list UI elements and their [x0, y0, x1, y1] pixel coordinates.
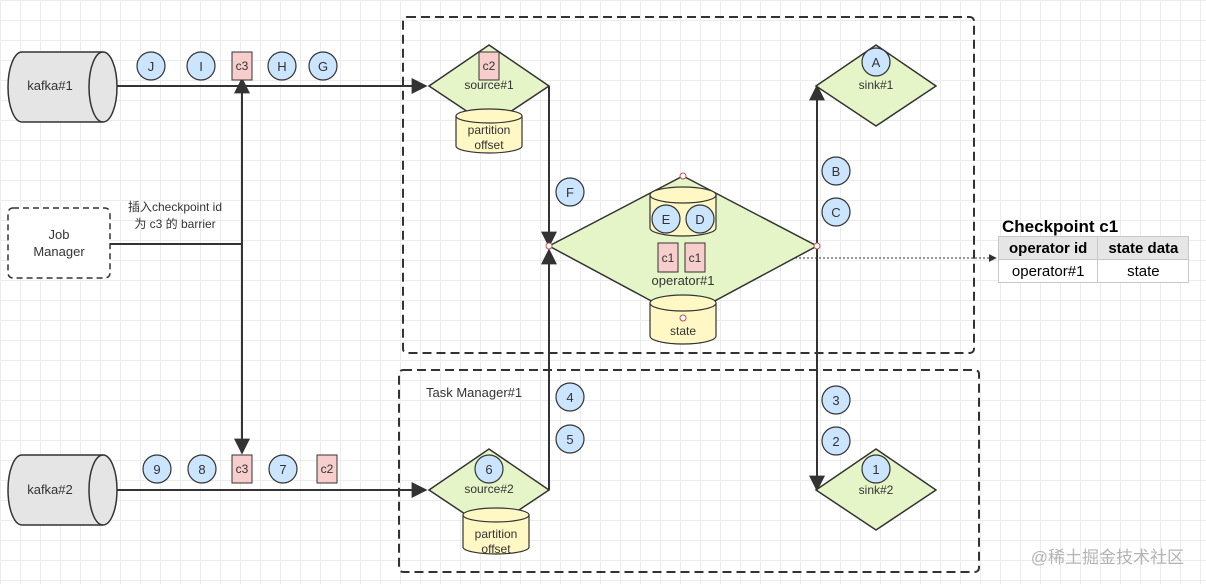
checkpoint-header-operator-id: operator id: [997, 236, 1099, 260]
record-2-circle: [821, 426, 851, 456]
barrier-c1-left: c1: [662, 251, 675, 265]
checkpoint-table: operator id state data operator#1 state: [997, 236, 1190, 283]
record-f-circle: [555, 177, 585, 207]
barrier-c3-bottom-box: [231, 454, 253, 484]
record-h-circle: [267, 51, 297, 81]
record-d-circle: [685, 204, 715, 234]
barrier-c2-bottom-box: [316, 454, 338, 484]
record-g: G: [318, 59, 328, 74]
record-b-circle: [821, 156, 851, 186]
sink1-node: sink#1: [814, 44, 938, 127]
record-3: 3: [832, 393, 839, 408]
record-9: 9: [153, 462, 160, 477]
barrier-c1-left-box: [657, 242, 679, 273]
job-manager-label-2: Manager: [33, 244, 85, 259]
sink2-label: sink#2: [859, 483, 894, 497]
record-8-circle: [187, 454, 217, 484]
record-j-circle: [136, 51, 166, 81]
operator-state-store: state: [649, 294, 717, 345]
task-manager-container: [398, 369, 980, 573]
record-g-circle: [308, 51, 338, 81]
barrier-c2-bottom: c2: [321, 462, 334, 476]
record-4-circle: [555, 382, 585, 412]
record-h: H: [277, 59, 286, 74]
watermark: @稀土掘金技术社区: [1030, 548, 1184, 567]
checkpoint-header-state-data: state data: [1097, 236, 1190, 260]
checkpoint-data-row: operator#1 state: [997, 259, 1190, 283]
source2-offset-store: partition offset: [462, 507, 530, 556]
connection-ports: [545, 172, 821, 322]
record-8: 8: [198, 462, 205, 477]
barrier-c3-top: c3: [236, 59, 249, 73]
checkpoint-header-row: operator id state data: [997, 236, 1190, 260]
source1-offset-store: partition offset: [455, 108, 523, 154]
kafka1-label: kafka#1: [27, 78, 73, 93]
barrier-markers: c3 c3 c2 c2 c1 c1: [231, 51, 706, 484]
record-4: 4: [566, 390, 573, 405]
connectors: [110, 77, 997, 498]
record-3-circle: [821, 385, 851, 415]
record-7: 7: [279, 462, 286, 477]
job-manager-label-1: Job: [49, 227, 70, 242]
source2-offset-label-2: offset: [481, 542, 511, 556]
record-7-circle: [268, 454, 298, 484]
record-i: I: [199, 59, 203, 74]
source1-offset-label-1: partition: [468, 123, 511, 137]
source1-label: source#1: [464, 78, 514, 92]
record-9-circle: [142, 454, 172, 484]
record-circles: J I H G 9 8 7 6 4 5 F E D B C 3 2 A: [136, 47, 891, 484]
barrier-c2-source1-box: [478, 51, 500, 81]
record-e-circle: [651, 204, 681, 234]
record-j: J: [148, 59, 155, 74]
record-d: D: [695, 212, 704, 227]
kafka2-label: kafka#2: [27, 482, 73, 497]
checkpoint-cell-state: state: [1097, 259, 1190, 283]
record-6: 6: [485, 462, 492, 477]
barrier-c3-bottom: c3: [236, 462, 249, 476]
checkpoint-cell-operator: operator#1: [997, 259, 1099, 283]
operator1-label: operator#1: [652, 273, 715, 288]
record-6-circle: [474, 454, 504, 484]
record-c-circle: [821, 197, 851, 227]
record-a-circle: [861, 47, 891, 77]
top-task-container: [402, 16, 975, 354]
record-b: B: [832, 164, 841, 179]
source2-label: source#2: [464, 482, 514, 496]
source2-offset-label-1: partition: [475, 527, 518, 541]
record-f: F: [566, 185, 574, 200]
record-5-circle: [555, 424, 585, 454]
sink1-label: sink#1: [859, 78, 894, 92]
record-1: 1: [872, 462, 879, 477]
job-manager-box: [7, 207, 111, 279]
source1-offset-label-2: offset: [474, 138, 504, 152]
sink2-node: sink#2: [814, 448, 938, 531]
barrier-c2-source1: c2: [483, 59, 496, 73]
kafka1-cylinder: kafka#1: [7, 51, 118, 123]
record-i-circle: [186, 51, 216, 81]
record-2: 2: [832, 434, 839, 449]
record-a: A: [872, 55, 881, 70]
barrier-c3-top-box: [231, 51, 253, 81]
kafka2-cylinder: kafka#2: [7, 454, 118, 526]
record-e: E: [662, 212, 671, 227]
barrier-c1-right: c1: [689, 251, 702, 265]
record-1-circle: [861, 454, 891, 484]
record-5: 5: [566, 432, 573, 447]
barrier-c1-right-box: [684, 242, 706, 273]
inject-barrier-label-1: 插入checkpoint id: [128, 200, 222, 214]
operator-state-label: state: [670, 324, 696, 338]
task-manager-label: Task Manager#1: [426, 385, 522, 400]
checkpoint-title: Checkpoint c1: [1002, 217, 1119, 236]
record-c: C: [831, 205, 840, 220]
inject-barrier-label-2: 为 c3 的 barrier: [134, 216, 215, 231]
